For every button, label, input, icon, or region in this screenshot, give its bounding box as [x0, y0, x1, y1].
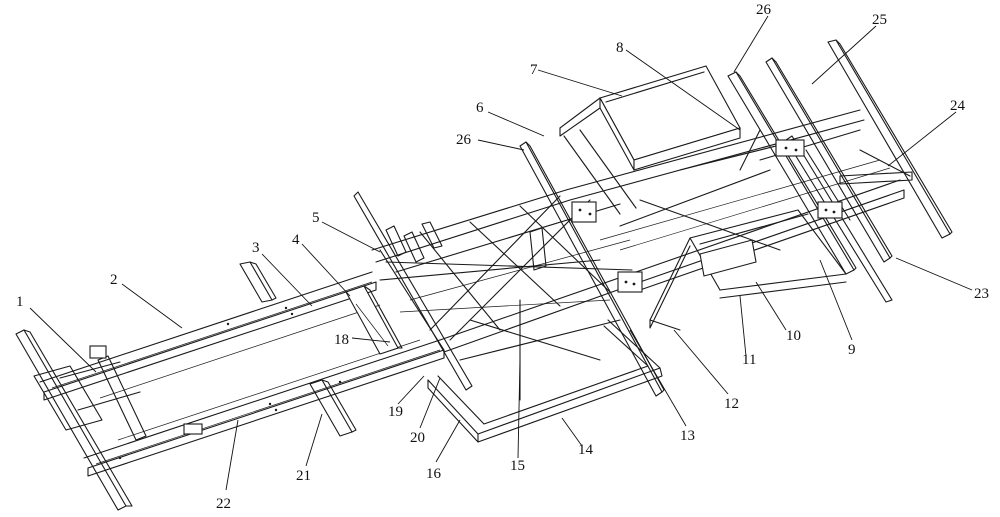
bracket-4: [345, 285, 403, 355]
callout-22: 22: [216, 496, 231, 512]
centre-truss: [371, 189, 641, 353]
rail-inner-lines: [99, 304, 421, 441]
main-rail-upper: [39, 271, 377, 401]
rear-frame-10-11: [649, 209, 847, 331]
callout-1: 1: [16, 294, 24, 310]
callout-labels: 1 2 3 4 5 6 7 8 9 10 11 12 13 14 15 16 1…: [16, 2, 989, 512]
strut-5: [353, 191, 473, 391]
upper-box-7: [559, 65, 741, 215]
callout-8: 8: [616, 40, 624, 56]
callout-2: 2: [110, 272, 118, 288]
mounting-plates: [571, 139, 843, 293]
outrigger-upper: [239, 261, 277, 303]
front-block: [89, 345, 107, 359]
callout-20: 20: [410, 430, 425, 446]
rail-bolts: [118, 306, 342, 460]
callout-5: 5: [312, 210, 320, 226]
rear-crossbeam-end: [827, 39, 953, 239]
callout-25: 25: [872, 12, 887, 28]
under-tray: [427, 299, 663, 443]
rear-crossbeam-23: [785, 135, 893, 303]
callout-13: 13: [680, 428, 695, 444]
callout-4: 4: [292, 232, 300, 248]
callout-12: 12: [724, 396, 739, 412]
main-rail-lower: [83, 339, 445, 477]
callout-16: 16: [426, 466, 442, 482]
callout-3: 3: [252, 240, 260, 256]
callout-10: 10: [786, 328, 801, 344]
strut-26-front: [519, 141, 665, 397]
callout-15: 15: [510, 458, 525, 474]
callout-14: 14: [578, 442, 594, 458]
callout-18: 18: [334, 332, 349, 348]
callout-23: 23: [974, 286, 989, 302]
callout-26-front: 26: [456, 132, 472, 148]
callout-21: 21: [296, 468, 311, 484]
callout-7: 7: [530, 62, 538, 78]
rear-crossbeam-26: [727, 71, 857, 275]
callout-6: 6: [476, 100, 484, 116]
outrigger-21: [309, 379, 357, 437]
callout-26-rear: 26: [756, 2, 772, 18]
leader-lines: [29, 15, 973, 491]
callout-11: 11: [742, 352, 756, 368]
callout-24: 24: [950, 98, 966, 114]
rear-crossbeam-25: [765, 57, 893, 263]
callout-9: 9: [848, 342, 856, 358]
rail-block: [183, 423, 203, 435]
callout-19: 19: [388, 404, 403, 420]
